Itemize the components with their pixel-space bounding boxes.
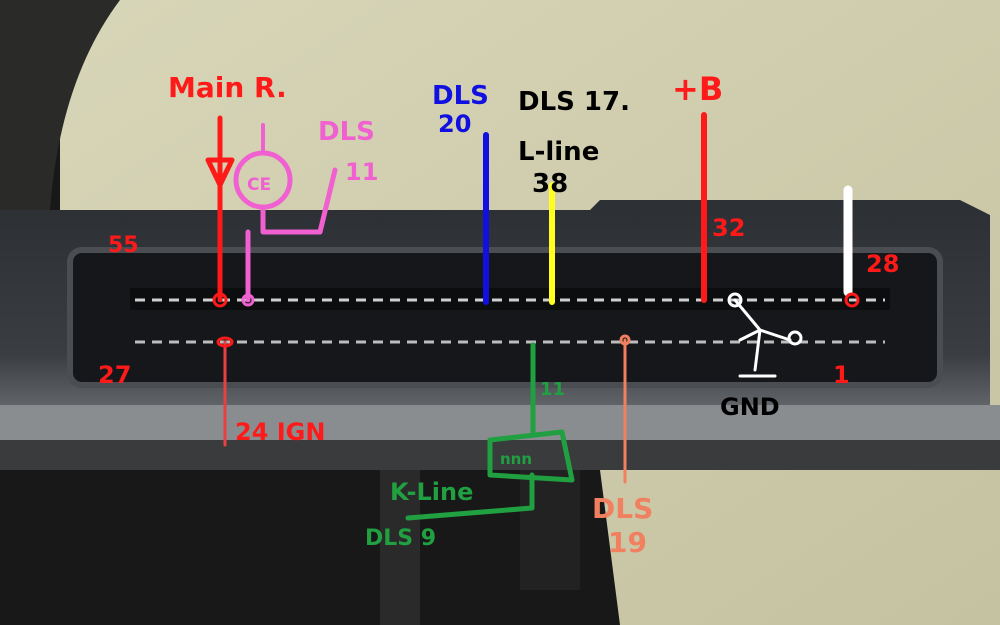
ign-label: 24 IGN — [235, 418, 325, 446]
pin-11-label: 11 — [540, 379, 565, 400]
dls19-label: DLS — [592, 492, 653, 525]
kline-label: K-Line — [390, 478, 473, 506]
pin-28-label: 28 — [866, 250, 899, 278]
pin-27-label: 27 — [98, 361, 131, 389]
lline-label: L-line — [518, 137, 599, 167]
dls20-label: DLS — [432, 81, 489, 111]
dls11-number: 11 — [345, 158, 378, 186]
lline-pin-number: 38 — [532, 169, 568, 199]
dls19-number: 19 — [608, 526, 647, 559]
plus-b-label: +B — [672, 70, 723, 108]
pin-55-label: 55 — [108, 233, 139, 258]
dls9-label: DLS 9 — [365, 526, 436, 551]
main-relay-label: Main R. — [168, 71, 287, 104]
dls17-label: DLS 17. — [518, 87, 630, 117]
connector-socket — [67, 247, 943, 388]
check-engine-label: CE — [247, 175, 271, 195]
arrow-icon — [205, 157, 235, 188]
dls20-number: 20 — [438, 110, 471, 138]
kline-box-label: nnn — [500, 450, 532, 468]
dls11-label: DLS — [318, 117, 375, 147]
kline-module-box — [487, 429, 575, 483]
gnd-label: GND — [720, 393, 780, 421]
pin-1-label: 1 — [833, 361, 850, 389]
pin-32-label: 32 — [712, 214, 745, 242]
